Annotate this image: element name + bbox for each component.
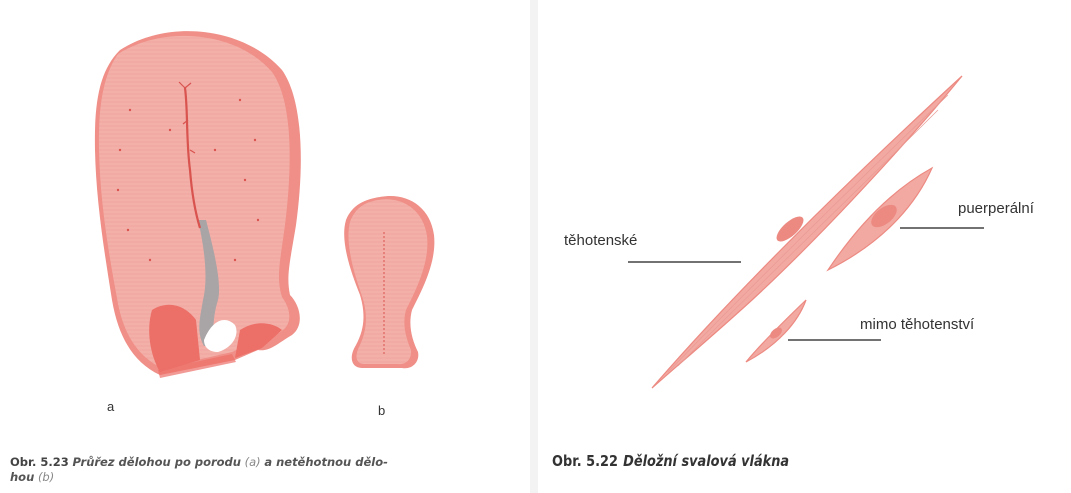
fiber-puerperal bbox=[828, 168, 932, 270]
label-pregnant: těhotenské bbox=[564, 232, 637, 249]
label-puerperal: puerperální bbox=[958, 200, 1034, 217]
caption-fig-5-23: Obr. 5.23 Průřez dělohou po porodu (a) a… bbox=[10, 455, 510, 485]
label-a: a bbox=[107, 399, 114, 414]
panel-divider bbox=[530, 0, 538, 493]
caption-paren-b: (b) bbox=[38, 470, 54, 484]
uterus-nonpregnant bbox=[344, 196, 434, 368]
uterus-postpartum bbox=[95, 31, 301, 378]
label-b: b bbox=[378, 403, 385, 418]
caption-number: Obr. 5.22 bbox=[552, 452, 618, 470]
caption-paren-a: (a) bbox=[245, 455, 261, 469]
caption-text-mid: a netěhotnou dělo- bbox=[264, 455, 388, 469]
muscle-fibers-figure: těhotenské puerperální mimo těhotenství … bbox=[538, 0, 1071, 493]
label-non-pregnant: mimo těhotenství bbox=[860, 316, 974, 333]
fiber-pregnant bbox=[652, 76, 962, 388]
caption-text-2: hou bbox=[10, 470, 34, 484]
uterus-illustration bbox=[0, 0, 530, 493]
caption-fig-5-22: Obr. 5.22 Děložní svalová vlákna bbox=[552, 452, 789, 470]
caption-text-1: Průřez dělohou po porodu bbox=[72, 455, 241, 469]
fiber-nonpregnant bbox=[746, 300, 806, 362]
uterus-cross-section-figure: a b Obr. 5.23 Průřez dělohou po porodu (… bbox=[0, 0, 530, 493]
caption-text: Děložní svalová vlákna bbox=[623, 452, 789, 470]
caption-number: Obr. 5.23 bbox=[10, 455, 69, 469]
